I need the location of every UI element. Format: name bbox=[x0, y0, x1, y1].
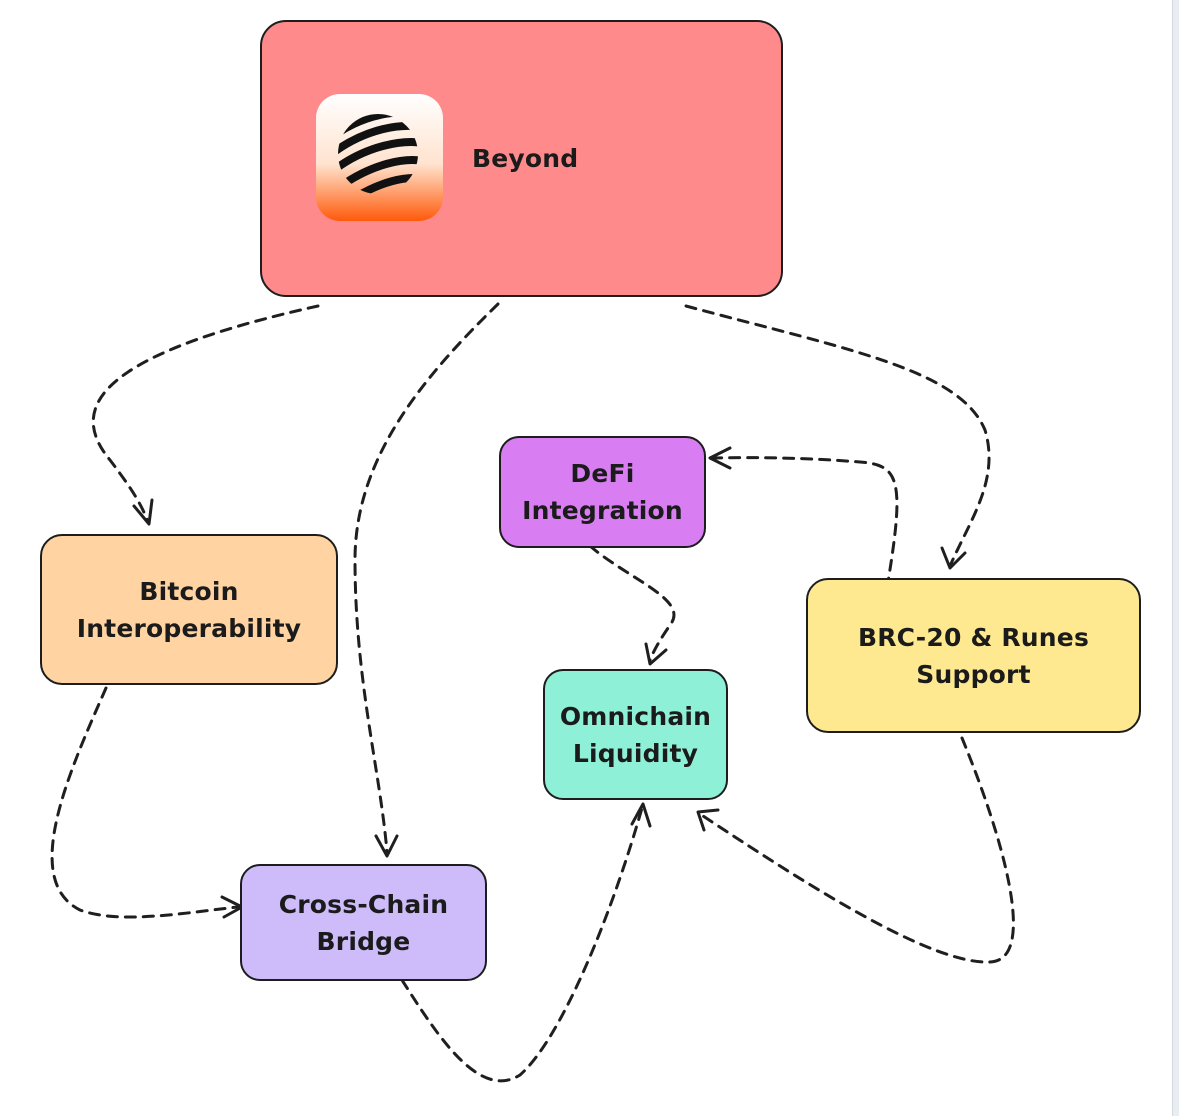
node-beyond-label: Beyond bbox=[472, 144, 579, 173]
node-bitcoin-label: Bitcoin Interoperability bbox=[76, 576, 302, 643]
arrowhead-omnichain-right bbox=[696, 808, 720, 832]
node-brc20-runes-support: BRC-20 & Runes Support bbox=[806, 578, 1141, 733]
node-beyond: Beyond bbox=[260, 20, 783, 297]
arrowhead-omnichain-top bbox=[644, 642, 668, 666]
node-brc-label: BRC-20 & Runes Support bbox=[857, 622, 1090, 689]
edge-beyond-to-brc bbox=[684, 304, 991, 568]
edge-bitcoin-to-bridge bbox=[50, 686, 240, 919]
edge-beyond-to-bridge bbox=[353, 302, 500, 854]
edge-bridge-to-omnichain bbox=[400, 806, 644, 1083]
node-cross-chain-bridge: Cross-Chain Bridge bbox=[240, 864, 487, 981]
arrowhead-bridge-top bbox=[374, 834, 399, 858]
node-omnichain-label: Omnichain Liquidity bbox=[559, 701, 712, 768]
arrowhead-bitcoin bbox=[132, 498, 154, 526]
node-bridge-label: Cross-Chain Bridge bbox=[278, 889, 449, 956]
edge-beyond-to-bitcoin bbox=[91, 304, 320, 524]
node-defi-label: DeFi Integration bbox=[522, 459, 683, 525]
node-omnichain-liquidity: Omnichain Liquidity bbox=[543, 669, 728, 800]
node-defi-integration: DeFi Integration bbox=[499, 436, 706, 548]
node-bitcoin-interoperability: Bitcoin Interoperability bbox=[40, 534, 338, 685]
arrowhead-omnichain-bottom bbox=[630, 802, 652, 828]
arrowhead-defi bbox=[708, 446, 732, 470]
edge-defi-to-omnichain bbox=[588, 544, 676, 662]
edge-brc-to-omnichain bbox=[698, 736, 1015, 964]
arrowhead-brc bbox=[940, 546, 967, 570]
edge-brc-to-defi bbox=[710, 456, 899, 590]
window-edge bbox=[1172, 0, 1179, 1116]
beyond-striped-sphere-logo-icon bbox=[316, 94, 443, 221]
